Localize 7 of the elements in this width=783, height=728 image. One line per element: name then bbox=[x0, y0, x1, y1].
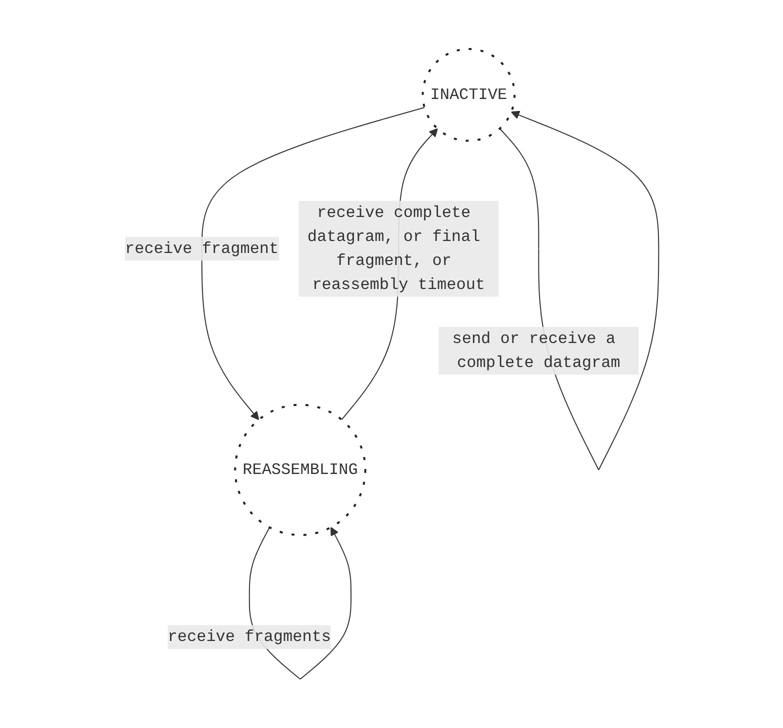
edge-label: receive complete datagram, or final fragment, or reassembly timeout bbox=[307, 204, 485, 294]
arrow bbox=[200, 106, 425, 420]
edge-label: receive fragment bbox=[124, 240, 278, 258]
node-circle: INACTIVE bbox=[421, 48, 516, 142]
node-circle: REASSEMBLING bbox=[234, 404, 366, 536]
edge-label: send or receive a complete datagram bbox=[452, 330, 620, 372]
edge-label: receive fragments bbox=[167, 628, 331, 646]
